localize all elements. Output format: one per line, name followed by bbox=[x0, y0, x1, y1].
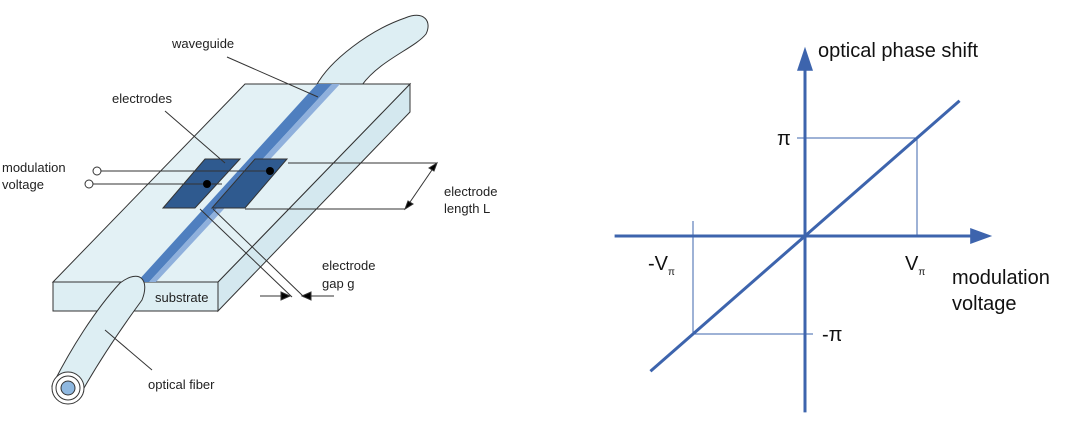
phase-chart: optical phase shift modulation voltage -… bbox=[614, 40, 1050, 413]
y-tick-label: -π bbox=[822, 324, 842, 346]
optical-fiber-top bbox=[315, 14, 429, 87]
leader-line bbox=[104, 329, 153, 371]
terminal-icon bbox=[84, 179, 94, 189]
fiber-core bbox=[60, 380, 76, 396]
x-axis-arrow-icon bbox=[970, 228, 993, 244]
label-waveguide: waveguide bbox=[171, 36, 234, 51]
x-axis-label: modulation bbox=[952, 267, 1050, 289]
modulator-diagram bbox=[51, 14, 438, 405]
contact-dot bbox=[203, 180, 211, 188]
modulator-labels: waveguide electrodes modulation voltage … bbox=[2, 36, 497, 392]
y-tick-label: π bbox=[777, 128, 791, 150]
contact-dot bbox=[266, 167, 274, 175]
dimension-line bbox=[199, 208, 293, 298]
length-arrow bbox=[407, 166, 435, 206]
optical-fiber-bottom bbox=[51, 276, 146, 389]
label-modulation-voltage: modulation bbox=[2, 160, 66, 175]
label-electrode-gap: gap g bbox=[322, 276, 355, 291]
arrowhead-icon bbox=[428, 161, 438, 172]
y-axis-label: optical phase shift bbox=[818, 40, 979, 62]
arrowhead-icon bbox=[280, 291, 292, 301]
terminal-icon bbox=[92, 166, 102, 176]
label-substrate: substrate bbox=[155, 290, 208, 305]
label-electrode-length: length L bbox=[444, 201, 490, 216]
arrowhead-icon bbox=[300, 291, 312, 301]
series-line bbox=[649, 99, 961, 373]
label-modulation-voltage: voltage bbox=[2, 177, 44, 192]
x-axis-label: voltage bbox=[952, 293, 1017, 315]
leader-line bbox=[226, 56, 319, 98]
label-electrode-gap: electrode bbox=[322, 258, 375, 273]
x-tick-label: Vπ bbox=[905, 253, 925, 278]
label-electrodes: electrodes bbox=[112, 91, 172, 106]
arrowhead-icon bbox=[404, 200, 414, 211]
label-electrode-length: electrode bbox=[444, 184, 497, 199]
y-axis-arrow-icon bbox=[797, 46, 813, 71]
leader-line bbox=[164, 110, 226, 164]
label-optical-fiber: optical fiber bbox=[148, 377, 215, 392]
dimension-line bbox=[212, 208, 305, 298]
x-tick-label: -Vπ bbox=[648, 253, 675, 278]
